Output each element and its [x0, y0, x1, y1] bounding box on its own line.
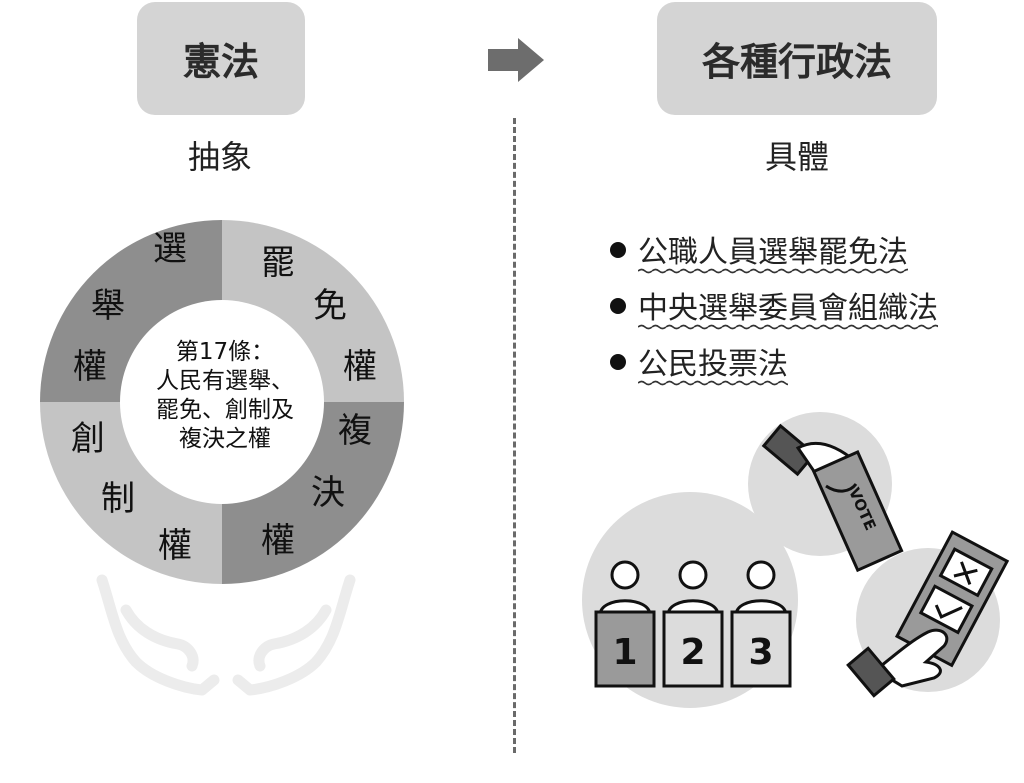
ring-character: 複 [338, 411, 372, 451]
list-item: 中央選舉委員會組織法 [610, 278, 938, 334]
bullet-icon [610, 298, 626, 314]
article-line: 人民有選舉、 [156, 368, 294, 394]
candidates-icon: 1 2 3 [594, 560, 792, 688]
voting-illustration: VOTE 1 2 3 [582, 412, 1010, 708]
abstract-label: 抽象 [187, 138, 252, 176]
candidate-head [678, 560, 708, 590]
law-name: 公民投票法 [638, 338, 788, 386]
bullet-icon [610, 354, 626, 370]
checklist-hand-icon [846, 530, 1010, 698]
article-17-text: 第17條： 人民有選舉、 罷免、創制及 複決之權 [130, 338, 320, 454]
ring-character: 免 [313, 286, 347, 326]
open-hands-icon [96, 574, 356, 696]
ballot-hand-icon: VOTE [761, 423, 904, 573]
ring-character: 權 [343, 347, 377, 387]
law-name: 公職人員選舉罷免法 [638, 226, 908, 274]
article-line: 罷免、創制及 [156, 397, 294, 423]
candidate-head [610, 560, 640, 590]
candidate-number: 2 [680, 632, 705, 673]
candidate-head [746, 560, 776, 590]
candidate-podium [594, 610, 656, 688]
list-item: 公職人員選舉罷免法 [610, 222, 938, 278]
candidate-podium [730, 610, 792, 688]
ring-character: 權 [261, 521, 295, 561]
law-name: 中央選舉委員會組織法 [638, 282, 938, 330]
ring-character: 決 [311, 473, 345, 513]
ring-character: 權 [158, 526, 192, 566]
candidate-podium [662, 610, 724, 688]
center-divider [513, 118, 516, 753]
ring-character: 選 [153, 229, 187, 269]
candidate: 1 [594, 560, 656, 688]
concrete-label: 具體 [764, 138, 829, 176]
right-arrow-icon [488, 38, 544, 82]
candidate-number: 1 [612, 632, 637, 673]
candidate: 3 [730, 560, 792, 688]
ring-character: 權 [73, 347, 107, 387]
ring-character: 罷 [261, 243, 295, 283]
law-list: 公職人員選舉罷免法 中央選舉委員會組織法 公民投票法 [610, 222, 938, 390]
constitution-title: 憲法 [137, 2, 305, 115]
ring-character: 創 [71, 419, 105, 459]
administrative-law-title: 各種行政法 [657, 2, 937, 115]
article-line: 複決之權 [179, 426, 271, 452]
ring-character: 舉 [91, 286, 125, 326]
candidate: 2 [662, 560, 724, 688]
candidate-number: 3 [748, 632, 773, 673]
list-item: 公民投票法 [610, 334, 938, 390]
ring-character: 制 [101, 479, 135, 519]
bullet-icon [610, 242, 626, 258]
article-line: 第17條： [175, 339, 275, 365]
